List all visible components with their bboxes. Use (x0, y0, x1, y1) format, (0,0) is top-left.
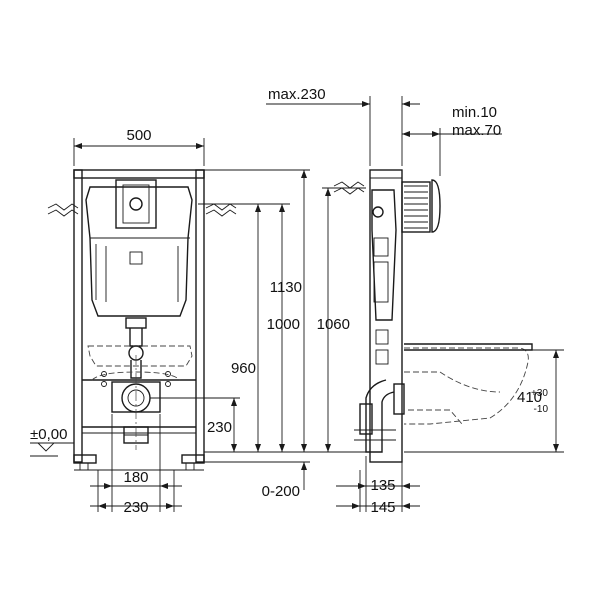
dim-1060 (310, 187, 366, 453)
label-0-200: 0-200 (262, 483, 300, 500)
label-500: 500 (126, 127, 151, 144)
dim-min10-max70 (402, 128, 502, 176)
front-view-frame (73, 169, 205, 471)
label-960: 960 (231, 360, 256, 377)
floor-level-marker (30, 442, 74, 457)
wc-pan-side (404, 343, 533, 425)
label-min10: min.10 (452, 104, 497, 121)
label-230-width: 230 (123, 499, 148, 516)
wc-outline-dashed-front (87, 345, 193, 381)
side-view-frame (333, 169, 441, 463)
label-max70: max.70 (452, 122, 501, 139)
label-tolerance-plus: +30 (531, 388, 548, 399)
dim-410 (404, 349, 564, 453)
dim-bottom-side (336, 456, 420, 512)
label-145: 145 (370, 499, 395, 516)
label-230-height: 230 (207, 419, 232, 436)
label-1000: 1000 (267, 316, 300, 333)
label-1130: 1130 (270, 279, 302, 296)
dim-500 (73, 138, 205, 166)
cistern (85, 179, 193, 379)
label-1060: 1060 (317, 316, 350, 333)
label-410: 410 (517, 389, 542, 406)
label-tolerance-minus: -10 (534, 404, 549, 415)
label-floor-level: ±0,00 (30, 426, 67, 443)
label-max230: max.230 (268, 86, 326, 103)
dim-verticals-front (150, 169, 310, 490)
dim-max230 (266, 96, 420, 166)
supply-arrows-front (47, 203, 237, 217)
label-180: 180 (123, 469, 148, 486)
label-135: 135 (370, 477, 395, 494)
dim-bottom-front (90, 414, 182, 512)
